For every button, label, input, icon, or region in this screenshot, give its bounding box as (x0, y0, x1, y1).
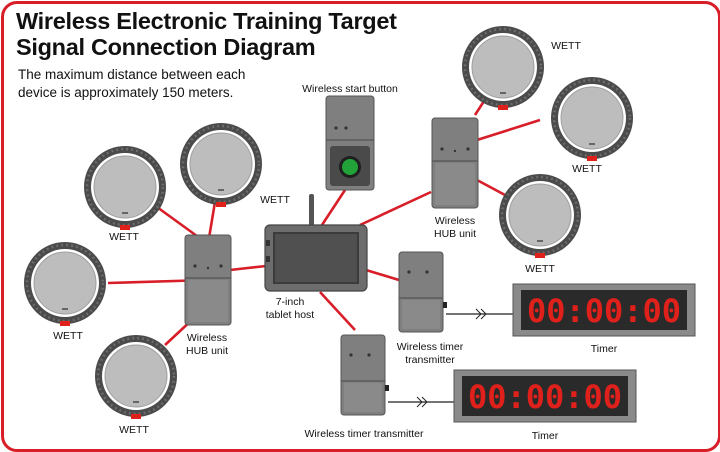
subtitle-line-1: The maximum distance between each (18, 67, 246, 82)
target-icon (178, 121, 264, 209)
start-button-icon (325, 95, 375, 191)
hub-unit-icon (431, 117, 479, 209)
label-wett: WETT (260, 194, 290, 206)
timer-readout-bottom: 00:00:00 (468, 378, 622, 416)
label-hub-right-line-1: Wireless (435, 215, 475, 227)
label-tablet-line-1: 7-inch (276, 296, 305, 308)
label-timer-tx-top-line-2: transmitter (405, 354, 455, 366)
subtitle-line-2: device is approximately 150 meters. (18, 85, 234, 100)
timer-transmitter-icon (398, 251, 448, 333)
target-icon (22, 240, 108, 328)
timer-readout-top: 00:00:00 (527, 292, 681, 330)
target-icon (460, 24, 546, 112)
link-tablet-to-timer-tx-top (365, 268, 400, 282)
label-wett: WETT (53, 330, 83, 342)
link-hub-right-to-target-2 (476, 118, 541, 142)
label-timer-tx-top-line-1: Wireless timer (397, 341, 464, 353)
label-timer-tx-bottom: Wireless timer transmitter (304, 428, 424, 440)
title-line-2: Signal Connection Diagram (16, 34, 316, 60)
label-wett: WETT (109, 231, 139, 243)
label-wett: WETT (572, 163, 602, 175)
timer-display-bottom: 00:00:00 (453, 369, 637, 423)
diagram-subtitle: The maximum distance between each device… (18, 66, 268, 102)
timer-transmitter-icon (340, 334, 390, 416)
link-hub-right-to-target-3 (476, 178, 506, 197)
target-icon (497, 172, 583, 260)
link-tablet-to-hub-right (359, 190, 432, 227)
label-wett: WETT (551, 40, 581, 52)
label-wett: WETT (525, 263, 555, 275)
hub-unit-icon (184, 234, 232, 326)
label-start-button: Wireless start button (302, 83, 398, 95)
target-icon (93, 333, 179, 421)
label-hub-right-line-2: HUB unit (434, 228, 476, 240)
label-timer-bottom: Timer (532, 430, 559, 442)
wired-links (388, 313, 513, 403)
tablet-icon (264, 194, 368, 292)
label-timer-top: Timer (591, 343, 618, 355)
title-line-1: Wireless Electronic Training Target (16, 8, 397, 34)
label-hub-left-line-1: Wireless (187, 332, 227, 344)
target-icon (82, 144, 168, 232)
link-tablet-to-start-button (318, 189, 347, 229)
target-icon (549, 75, 635, 163)
label-hub-left-line-2: HUB unit (186, 345, 228, 357)
timer-display-top: 00:00:00 (512, 283, 696, 337)
label-wett: WETT (119, 424, 149, 436)
link-hub-left-to-tablet (229, 264, 267, 272)
diagram-title: Wireless Electronic Training Target Sign… (16, 8, 397, 60)
label-tablet-line-2: tablet host (266, 309, 315, 321)
link-tablet-to-timer-tx-bottom (319, 291, 356, 331)
